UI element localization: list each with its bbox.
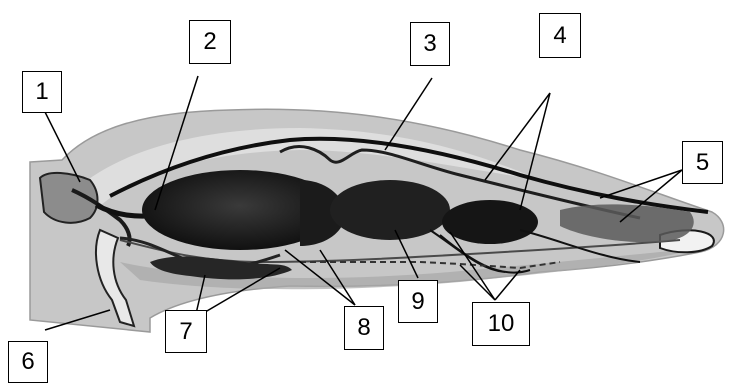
label-8: 8 <box>344 306 384 350</box>
label-8-text: 8 <box>357 316 370 340</box>
label-5-text: 5 <box>696 151 709 175</box>
label-9-text: 9 <box>411 290 424 314</box>
label-10-text: 10 <box>488 312 515 336</box>
label-7: 7 <box>165 310 207 353</box>
label-6: 6 <box>8 341 48 383</box>
label-3: 3 <box>410 22 450 66</box>
hindgut <box>442 200 538 244</box>
label-2: 2 <box>189 20 231 64</box>
label-7-text: 7 <box>179 320 192 344</box>
label-5: 5 <box>682 141 723 184</box>
label-4-text: 4 <box>553 24 566 48</box>
label-2-text: 2 <box>203 30 216 54</box>
label-3-text: 3 <box>423 32 436 56</box>
label-6-text: 6 <box>21 350 34 374</box>
label-1-text: 1 <box>35 80 48 104</box>
label-9: 9 <box>398 280 438 323</box>
label-10: 10 <box>472 302 530 346</box>
label-1: 1 <box>22 71 62 113</box>
label-4: 4 <box>539 13 581 58</box>
